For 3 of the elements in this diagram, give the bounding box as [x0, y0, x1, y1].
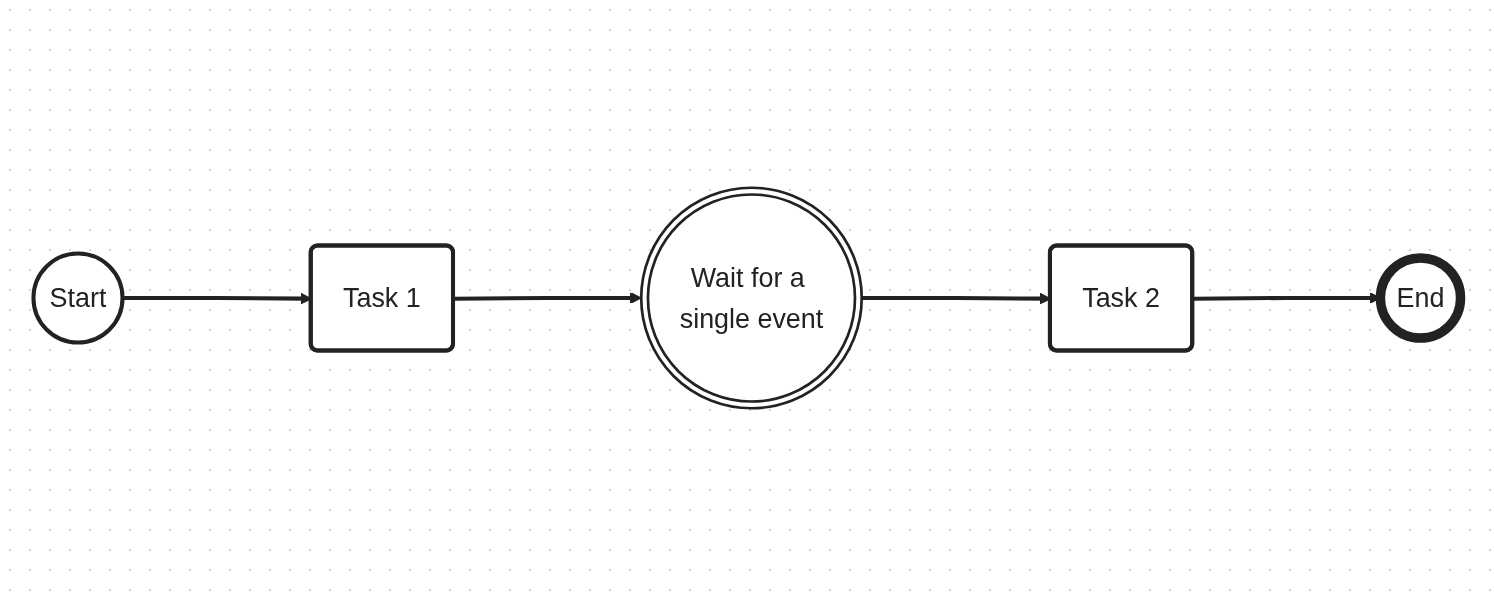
node-circle: End	[1375, 253, 1466, 343]
node-circle: Wait for a single event	[639, 186, 864, 410]
node-circle: Start	[31, 251, 125, 345]
